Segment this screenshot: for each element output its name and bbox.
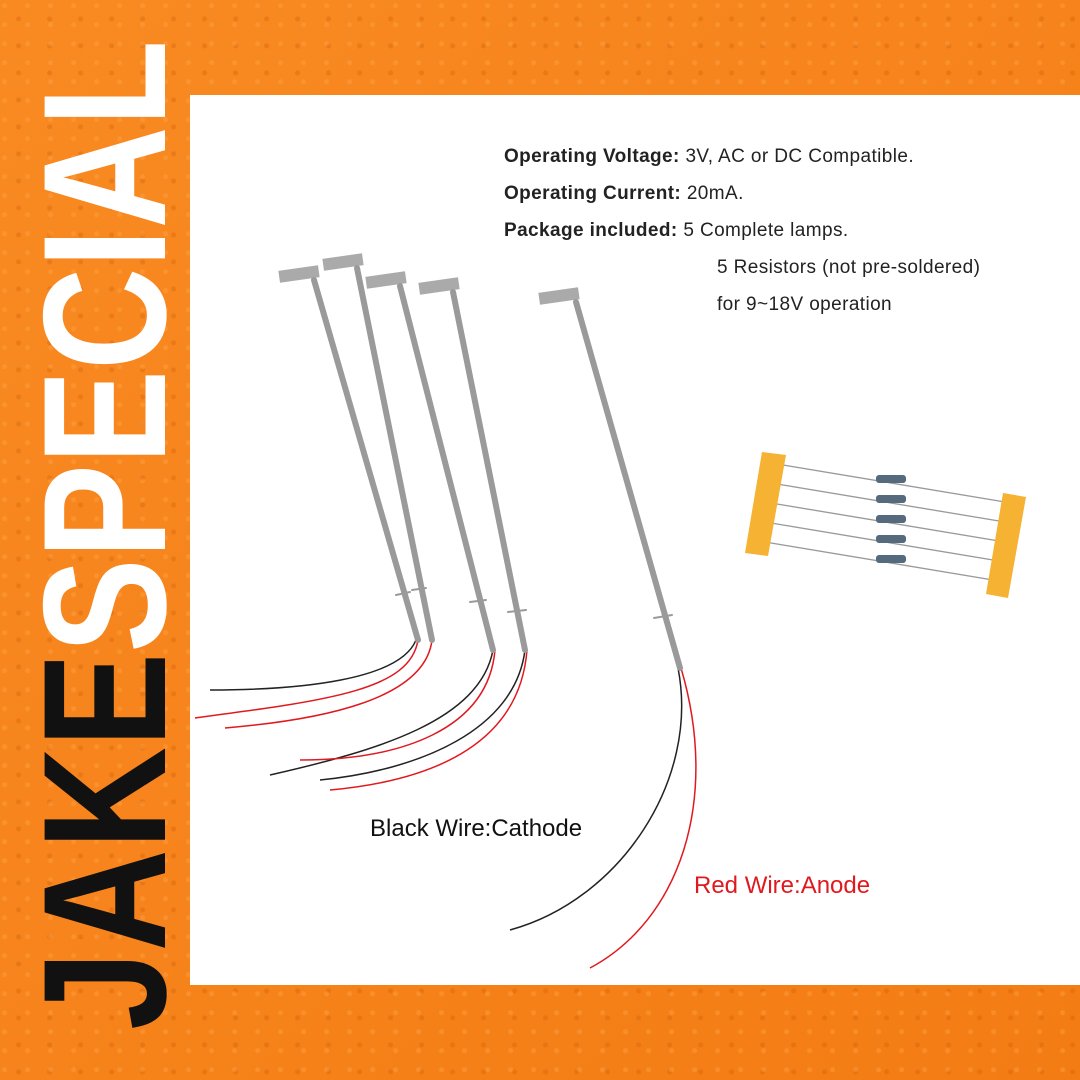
specifications: Operating Voltage: 3V, AC or DC Compatib… [504,146,980,331]
package-line-3: for 9~18V operation [717,294,893,315]
package-label: Package included: [504,220,678,241]
black-wire-label: Black Wire:Cathode [370,815,583,842]
resistors [876,475,906,563]
logo-text-light: SPECIAL [8,40,190,653]
voltage-label: Operating Voltage: [504,146,680,167]
current-label: Operating Current: [504,183,682,204]
brand-logo: JAKESPECIAL [8,40,190,1030]
lamp-4 [418,277,528,653]
lamp-wires [194,639,697,969]
tape-right [986,493,1026,598]
lamps [278,253,683,671]
logo-text-dark: JAKE [8,653,190,1030]
voltage-value: 3V, AC or DC Compatible. [679,146,914,167]
lamp-3 [365,271,496,653]
package-line-1: 5 Complete lamps. [677,220,849,241]
lamp-1 [278,265,421,643]
resistor-strip [745,452,1026,598]
svg-text:JAKESPECIAL: JAKESPECIAL [8,40,190,1030]
lamp-2 [322,253,435,643]
tape-left [745,452,786,556]
red-wire-label: Red Wire:Anode [694,872,871,899]
product-panel [190,95,1080,985]
current-value: 20mA. [681,183,744,204]
package-line-2: 5 Resistors (not pre-soldered) [717,257,981,278]
lamp-5 [538,287,683,671]
